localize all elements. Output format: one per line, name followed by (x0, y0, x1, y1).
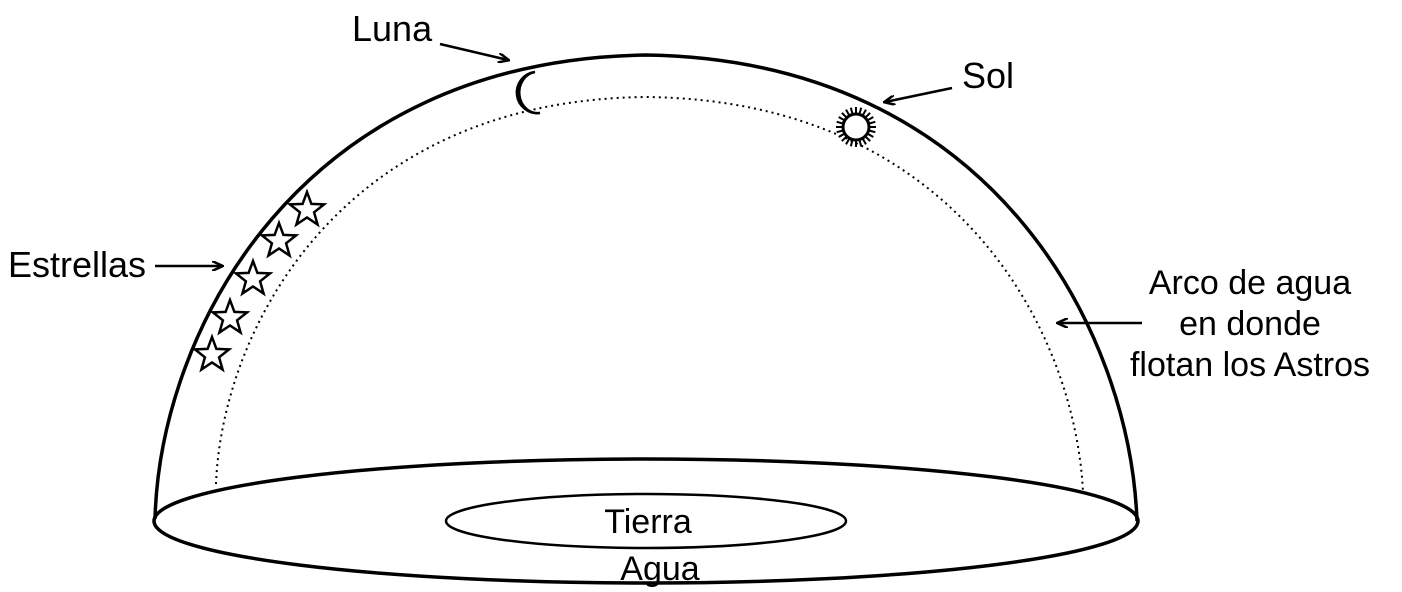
star-icon (258, 219, 300, 259)
star-icon (286, 188, 328, 228)
moon-icon (515, 70, 541, 115)
sun-arrow (885, 86, 953, 102)
water-arc-label-line3: flotan los Astros (1130, 346, 1370, 384)
stars-group (191, 188, 328, 373)
moon-arrow (439, 42, 508, 60)
sun-icon (836, 107, 876, 147)
sun-label: Sol (962, 55, 1014, 96)
outer-dome (153, 53, 1139, 522)
star-icon (191, 333, 233, 373)
stars-label: Estrellas (8, 244, 146, 285)
water-disc (152, 457, 1140, 585)
moon-label: Luna (352, 8, 433, 49)
earth-disc (444, 492, 848, 550)
water-arc-inner (215, 95, 1084, 493)
water-label: Agua (620, 550, 699, 588)
earth-label: Tierra (604, 503, 692, 541)
star-icon (232, 257, 274, 297)
water-arc-label-line2: en donde (1179, 305, 1321, 343)
star-icon (209, 296, 251, 336)
water-arc-label-line1: Arco de agua (1149, 264, 1351, 302)
